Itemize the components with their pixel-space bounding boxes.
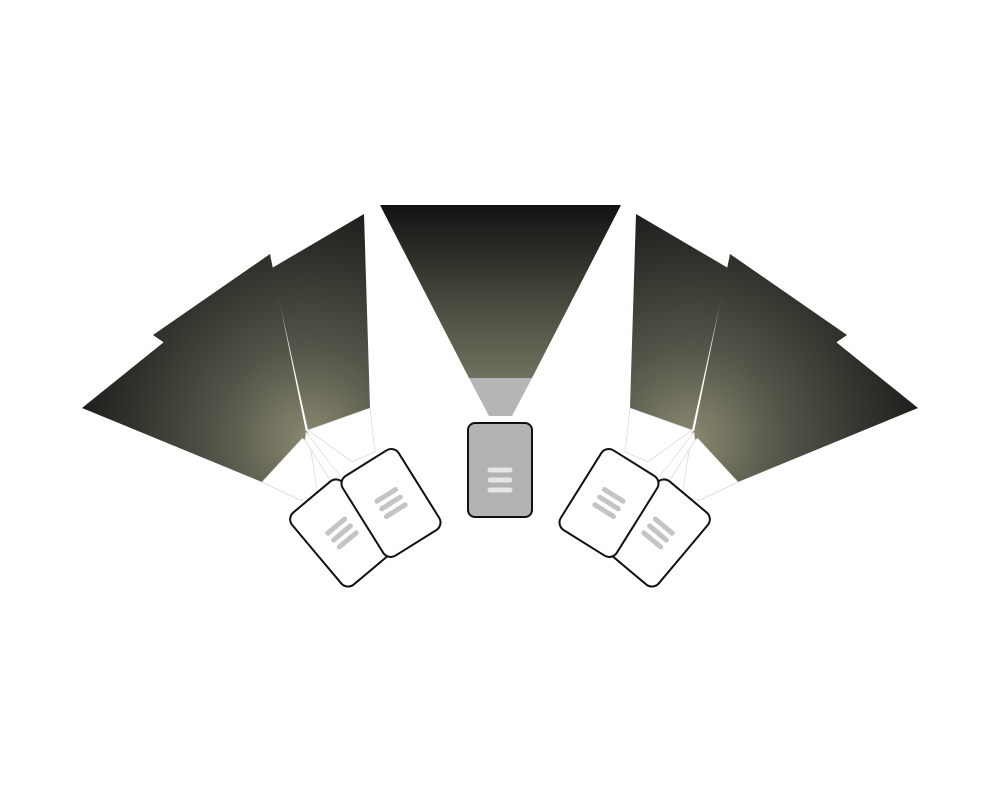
beam-mid-left bbox=[153, 254, 341, 481]
beam-mid-right bbox=[659, 254, 847, 481]
document-lines-icon bbox=[374, 487, 408, 519]
document-lines-icon bbox=[487, 467, 513, 493]
document-lines-icon bbox=[641, 516, 675, 550]
document-lines-icon bbox=[592, 487, 626, 519]
beam-center bbox=[380, 205, 621, 416]
beam-near-left bbox=[272, 214, 376, 463]
beam-far-left bbox=[82, 342, 319, 501]
device-near-right bbox=[558, 448, 660, 558]
device-near-left bbox=[340, 448, 442, 558]
device-far-right bbox=[605, 478, 711, 588]
device-center bbox=[467, 422, 533, 518]
beam-near-right bbox=[624, 214, 728, 463]
document-lines-icon bbox=[325, 516, 359, 550]
